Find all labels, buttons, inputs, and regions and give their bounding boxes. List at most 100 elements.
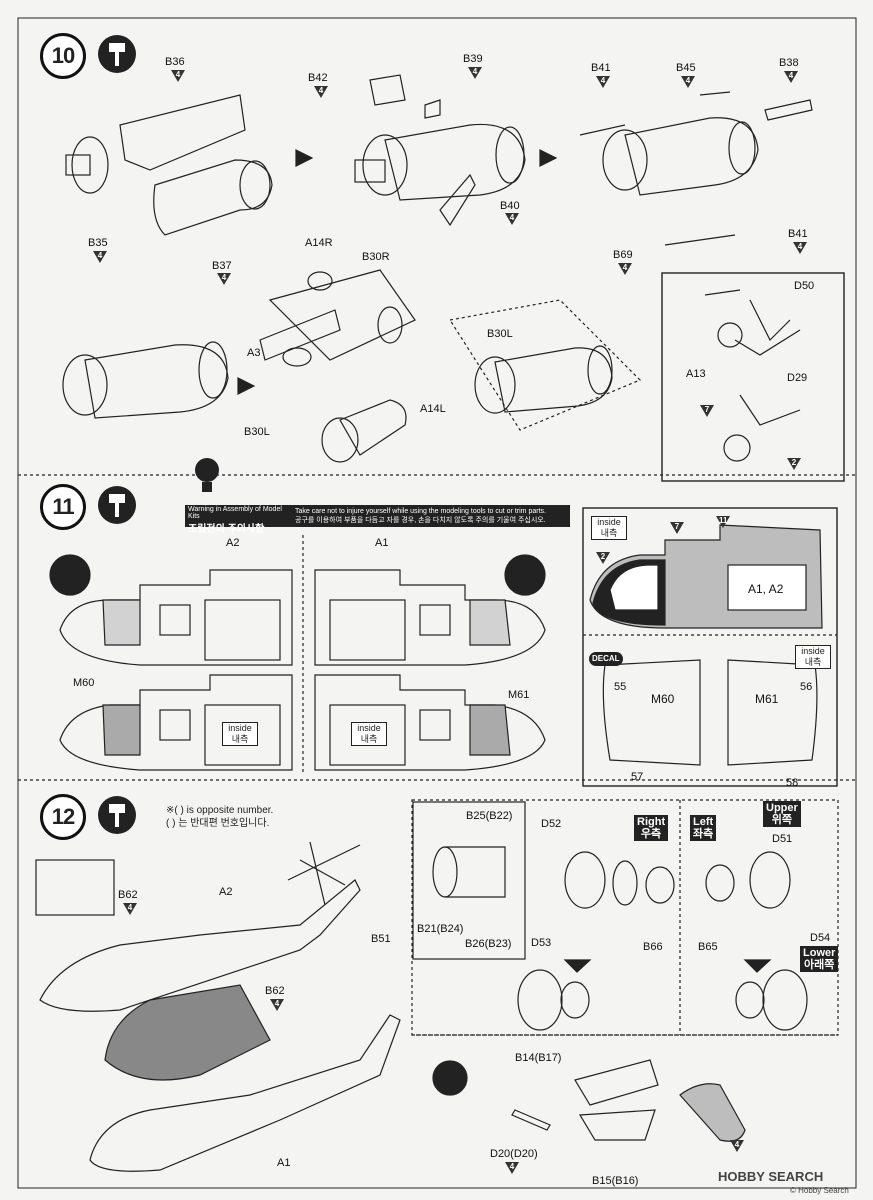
paint-marker: 4 — [270, 999, 284, 1011]
decal-number: 56 — [800, 681, 813, 693]
paint-marker: 4 — [730, 1140, 744, 1152]
exhaust-arrows — [563, 959, 772, 973]
engine-stage-3 — [579, 91, 813, 246]
paint-marker: 2 — [787, 458, 801, 470]
paint-marker: 4 — [123, 903, 137, 915]
intake-cover — [432, 1059, 746, 1142]
part-label: A2 — [226, 537, 240, 549]
paint-marker: 4 — [314, 86, 328, 98]
part-label: B30R — [362, 251, 390, 263]
paint-marker: 4 — [93, 251, 107, 263]
part-label: B15(B16) — [592, 1175, 639, 1187]
helicopter-fuselage-upper — [39, 841, 361, 1012]
opposite-number-note: ※( ) is opposite number.( ) 는 반대편 번호입니다. — [166, 805, 274, 829]
warning-body-ko: 공구를 이용하여 부품을 다듬고 자를 경우, 손을 다치지 않도록 주의를 기… — [295, 517, 546, 524]
part-label: B35 — [88, 237, 108, 249]
part-label: A1 — [375, 537, 389, 549]
watermark-logo: HOBBY SEARCH — [718, 1169, 824, 1184]
part-label: D20(D20) — [490, 1148, 538, 1160]
landing-gear-detail — [704, 289, 801, 462]
decal-number: 58 — [786, 777, 799, 789]
paint-marker: 2 — [596, 552, 610, 564]
part-label: D50 — [794, 280, 815, 292]
part-label: B42 — [308, 72, 328, 84]
part-label: B69 — [613, 249, 633, 261]
part-label: B65 — [698, 941, 718, 953]
paint-marker: 7 — [670, 522, 684, 534]
paint-marker: 4 — [505, 213, 519, 225]
paint-marker: 4 — [784, 71, 798, 83]
paint-marker: 4 — [171, 70, 185, 82]
part-label: D54 — [810, 932, 831, 944]
part-label: B14(B17) — [515, 1052, 562, 1064]
warning-title-ko: 조립전의 주의사항 — [188, 524, 265, 535]
part-label: A13 — [686, 368, 706, 380]
step-10-badge: 10 — [40, 33, 86, 79]
step-11-badge: 11 — [40, 484, 86, 530]
fuselage-left-lower — [59, 674, 293, 771]
paint-marker: 4 — [618, 263, 632, 275]
part-label: B30L — [244, 426, 270, 438]
fuselage-left-upper — [59, 569, 293, 666]
helicopter-interior — [104, 984, 271, 1081]
paint-marker: 4 — [793, 242, 807, 254]
part-label: B37 — [212, 260, 232, 272]
part-label: B62 — [118, 889, 138, 901]
part-label: B41 — [591, 62, 611, 74]
paint-marker: 4 — [217, 273, 231, 285]
part-label: M61 — [755, 692, 779, 706]
paint-marker: 7 — [700, 405, 714, 417]
part-label: A14R — [305, 237, 333, 249]
exhaust-left — [705, 851, 808, 1031]
part-label: M60 — [651, 692, 675, 706]
part-label: D53 — [531, 937, 552, 949]
part-label: B51 — [371, 933, 391, 945]
warning-body-en: Take care not to injure yourself while u… — [295, 508, 546, 515]
decal-badge: DECAL — [589, 652, 623, 666]
part-label: D52 — [541, 818, 562, 830]
engine-stage-4 — [62, 341, 229, 419]
warning-title-en: Warning in Assembly of Model Kits — [188, 506, 282, 520]
part-label: A1 — [277, 1157, 291, 1169]
decal-number: 57 — [631, 771, 644, 783]
part-label: B66 — [643, 941, 663, 953]
exhaust-right — [432, 846, 675, 1031]
engine-stage-2 — [354, 74, 526, 227]
part-label: B39 — [463, 53, 483, 65]
paint-marker: 4 — [596, 76, 610, 88]
part-label: A3 — [247, 347, 261, 359]
part-label: B45 — [676, 62, 696, 74]
part-label: A2 — [219, 886, 233, 898]
part-label: B25(B22) — [466, 810, 513, 822]
paint-marker: 11 — [716, 516, 730, 528]
engine-stage-1 — [65, 94, 273, 236]
helicopter-fuselage-lower — [89, 1014, 401, 1172]
paint-marker: 4 — [681, 76, 695, 88]
part-label: M60 — [73, 677, 95, 689]
decal-doors — [602, 659, 818, 766]
fuselage-right-lower — [314, 674, 546, 771]
assembly-warning: Warning in Assembly of Model Kits 조립전의 주의… — [185, 505, 570, 535]
nipper-tool-icon-3 — [98, 796, 136, 834]
part-label: A14L — [420, 403, 446, 415]
part-label: B30L — [487, 328, 513, 340]
nipper-tool-icon-2 — [98, 486, 136, 524]
part-label: B36 — [165, 56, 185, 68]
part-label: D51 — [772, 833, 793, 845]
part-label: B26(B23) — [465, 938, 512, 950]
nipper-tool-icon — [98, 35, 136, 73]
fuselage-right-upper — [314, 569, 546, 666]
part-label: B62 — [265, 985, 285, 997]
part-label: B21(B24) — [417, 923, 464, 935]
part-label: A1, A2 — [748, 582, 784, 596]
part-label: D29 — [787, 372, 808, 384]
engine-stage-5 — [449, 299, 642, 431]
